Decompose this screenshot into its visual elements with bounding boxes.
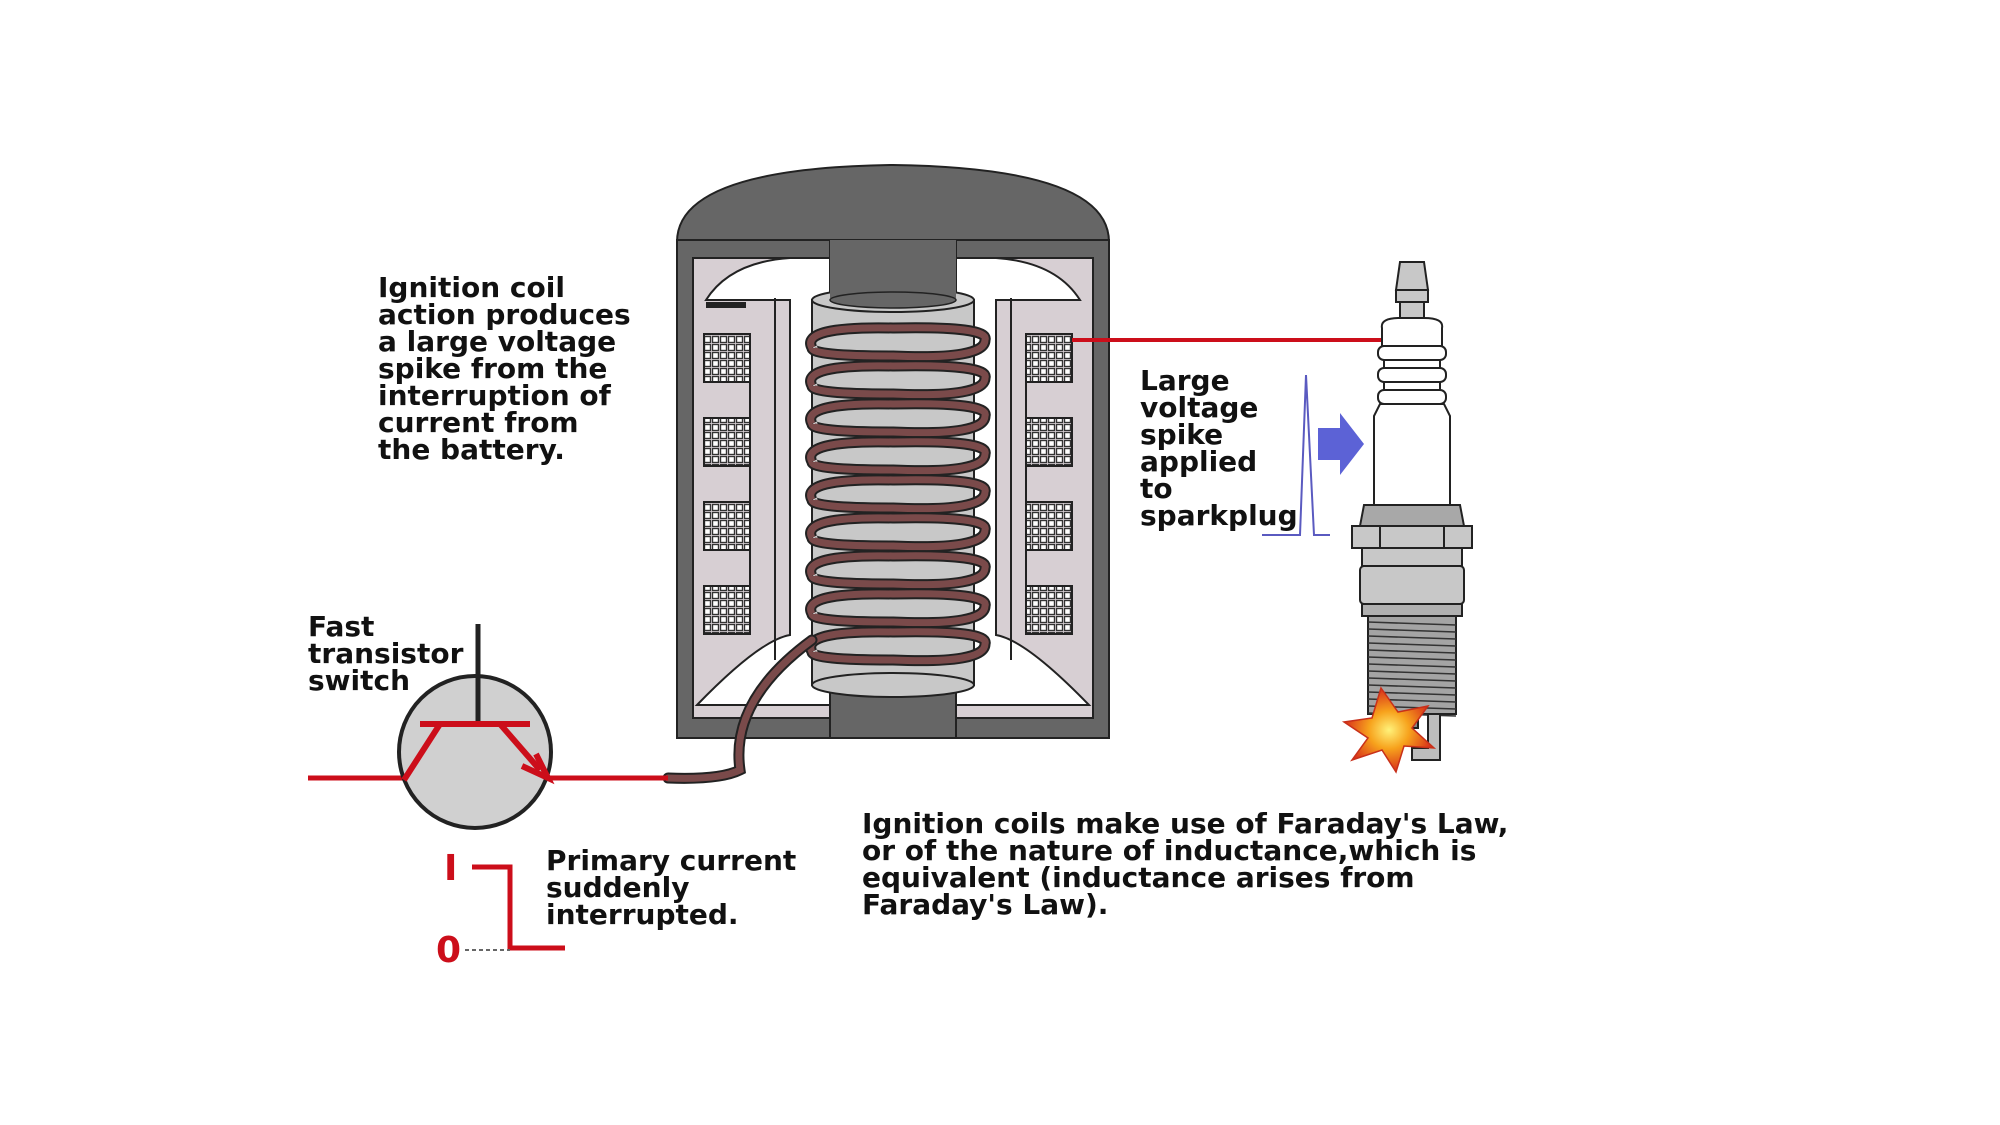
primary-current-annotation: Primary current suddenly interrupted. <box>546 844 797 931</box>
coil-turn <box>807 552 989 589</box>
thread-line <box>1367 628 1457 633</box>
thread-line <box>1367 635 1457 640</box>
ignition-coil-icon <box>662 163 1111 784</box>
coil-turn <box>807 476 989 513</box>
thread-line <box>1367 670 1457 675</box>
thread-line <box>1367 649 1457 654</box>
thread-line <box>1367 656 1457 661</box>
transistor-symbol-icon <box>397 624 555 830</box>
spark-plug-icon <box>1351 261 1473 761</box>
current-zero-label: 0 <box>436 930 461 971</box>
right-secondary-windings <box>1025 333 1073 635</box>
voltage-spike-graph <box>1262 374 1330 536</box>
thread-line <box>1367 642 1457 647</box>
spark-burst-icon <box>1341 686 1437 774</box>
coil-cap <box>675 163 1111 243</box>
left-secondary-windings <box>703 302 751 635</box>
transistor-annotation: Fast transistor switch <box>308 610 464 697</box>
primary-coil-turns <box>805 322 991 667</box>
right-arrow-icon <box>1318 413 1364 475</box>
thread-line <box>1367 663 1457 668</box>
thread-line <box>1367 621 1457 626</box>
coil-turn <box>807 324 989 361</box>
coil-action-annotation: Ignition coil action produces a large vo… <box>378 271 631 466</box>
current-high-label: I <box>444 848 457 889</box>
coil-turn <box>807 514 989 551</box>
coil-turn <box>807 590 989 627</box>
faraday-annotation: Ignition coils make use of Faraday's Law… <box>862 807 1509 921</box>
coil-turn <box>807 362 989 399</box>
coil-turn <box>807 628 989 665</box>
thread-line <box>1367 677 1457 682</box>
coil-turn <box>807 438 989 475</box>
coil-turn <box>807 400 989 437</box>
current-step-graph <box>465 864 565 951</box>
circuit-wires <box>308 338 1382 781</box>
spike-annotation: Large voltage spike applied to sparkplug <box>1140 364 1298 532</box>
thread-line <box>1367 684 1457 689</box>
